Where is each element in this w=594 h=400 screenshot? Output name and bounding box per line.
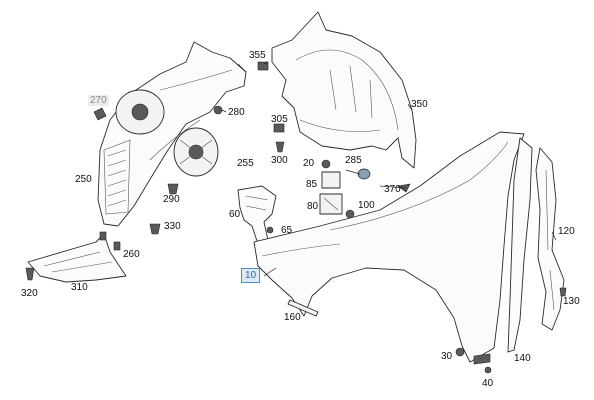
callout-305[interactable]: 305 bbox=[271, 114, 288, 125]
callout-290[interactable]: 290 bbox=[163, 194, 180, 205]
clip-100-icon bbox=[345, 209, 355, 219]
screw-320-icon bbox=[25, 267, 35, 281]
nut-355-icon bbox=[257, 61, 269, 71]
callout-285[interactable]: 285 bbox=[345, 155, 362, 166]
callout-330[interactable]: 330 bbox=[164, 221, 181, 232]
callout-120[interactable]: 120 bbox=[558, 226, 575, 237]
callout-370[interactable]: 370 bbox=[384, 184, 401, 195]
callout-140[interactable]: 140 bbox=[514, 353, 531, 364]
callout-60[interactable]: 60 bbox=[229, 209, 241, 220]
callout-260[interactable]: 260 bbox=[123, 249, 140, 260]
callout-350[interactable]: 350 bbox=[411, 99, 428, 110]
callout-310[interactable]: 310 bbox=[71, 282, 88, 293]
callout-85[interactable]: 85 bbox=[306, 179, 318, 190]
callout-30[interactable]: 30 bbox=[441, 351, 453, 362]
clip-280-icon bbox=[213, 105, 223, 115]
grommet-285-icon bbox=[357, 168, 371, 180]
leader-lines bbox=[221, 61, 557, 277]
screw-30-icon bbox=[455, 347, 465, 357]
callout-20[interactable]: 20 bbox=[303, 158, 315, 169]
fasteners bbox=[25, 61, 567, 374]
callout-300[interactable]: 300 bbox=[271, 155, 288, 166]
callout-280[interactable]: 280 bbox=[228, 107, 245, 118]
nut-305-icon bbox=[273, 123, 285, 133]
underbody-panel-310[interactable] bbox=[27, 231, 127, 283]
callout-40[interactable]: 40 bbox=[482, 378, 494, 389]
screw-290-icon bbox=[167, 183, 179, 195]
screw-130-icon bbox=[559, 287, 567, 297]
callout-255[interactable]: 255 bbox=[237, 158, 254, 169]
callout-80[interactable]: 80 bbox=[307, 201, 319, 212]
cover-255[interactable] bbox=[173, 127, 219, 177]
bracket-60[interactable] bbox=[237, 185, 277, 245]
front-fender-10[interactable] bbox=[253, 131, 525, 363]
clip-40-icon bbox=[484, 366, 492, 374]
callout-320[interactable]: 320 bbox=[21, 288, 38, 299]
callout-10[interactable]: 10 bbox=[241, 268, 261, 283]
callout-355[interactable]: 355 bbox=[249, 50, 266, 61]
callout-250[interactable]: 250 bbox=[75, 174, 92, 185]
callout-270[interactable]: 270 bbox=[88, 95, 109, 106]
trim-strip-140[interactable] bbox=[507, 137, 533, 353]
clip-20-icon bbox=[321, 159, 331, 169]
bracket-80[interactable] bbox=[319, 171, 343, 215]
callout-160[interactable]: 160 bbox=[284, 312, 301, 323]
callout-65[interactable]: 65 bbox=[281, 225, 293, 236]
nut-260-icon bbox=[113, 241, 121, 251]
callout-130[interactable]: 130 bbox=[563, 296, 580, 307]
screw-330-icon bbox=[149, 223, 161, 235]
seal-strip-120[interactable] bbox=[535, 147, 565, 331]
bracket-40-icon bbox=[473, 353, 491, 365]
callout-100[interactable]: 100 bbox=[358, 200, 375, 211]
strip-160[interactable] bbox=[287, 299, 319, 317]
screw-300-icon bbox=[275, 141, 285, 153]
wheel-arch-liner-250[interactable] bbox=[97, 41, 247, 227]
screw-65-icon bbox=[266, 226, 274, 234]
wheel-arch-liner-350[interactable] bbox=[271, 11, 417, 169]
clip-270-icon bbox=[93, 107, 107, 121]
